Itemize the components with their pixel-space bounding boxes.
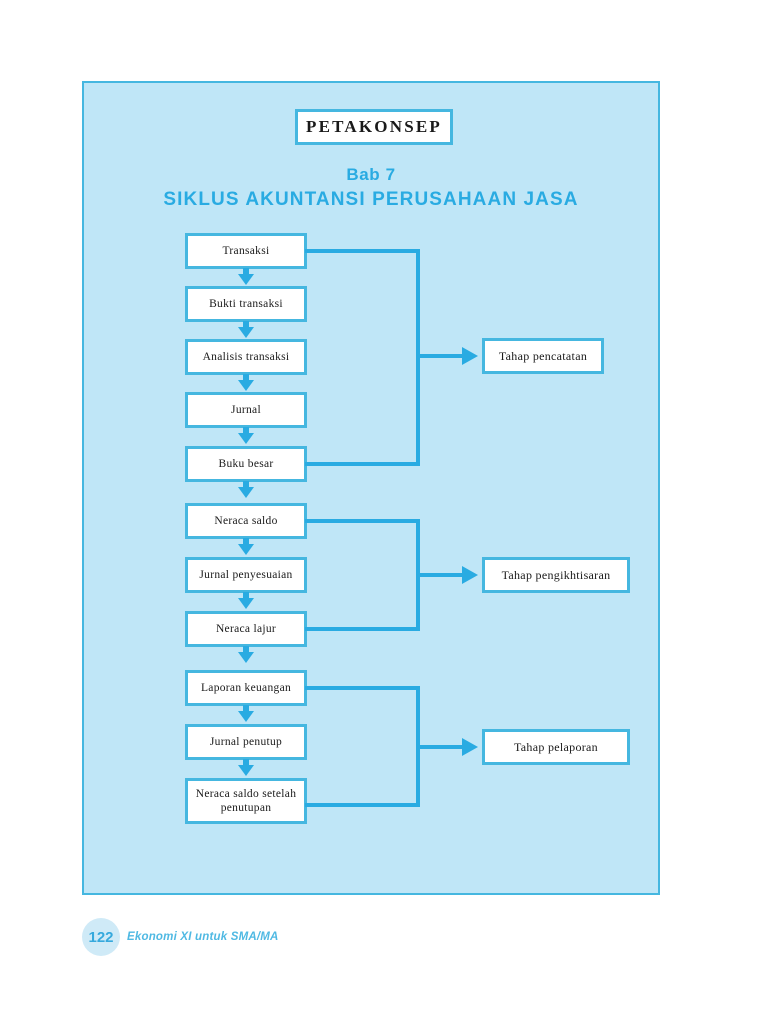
flow-step-buku-besar: Buku besar xyxy=(185,446,307,482)
down-arrow-icon-8 xyxy=(238,646,254,663)
concept-map-panel: PETAKONSEP Bab 7 SIKLUS AKUNTANSI PERUSA… xyxy=(82,81,660,895)
page-number-badge: 122 xyxy=(82,918,120,956)
down-arrow-icon-10 xyxy=(238,759,254,776)
peta-konsep-label: PETAKONSEP xyxy=(306,117,442,136)
flow-step-analisis-transaksi: Analisis transaksi xyxy=(185,339,307,375)
peta-konsep-badge: PETAKONSEP xyxy=(295,109,453,145)
chapter-title: SIKLUS AKUNTANSI PERUSAHAAN JASA xyxy=(163,189,579,210)
stage-label-tahap-pengikhtisaran: Tahap pengikhtisaran xyxy=(482,557,630,593)
down-arrow-icon-2 xyxy=(238,321,254,338)
down-arrow-icon-6 xyxy=(238,538,254,555)
down-arrow-icon-3 xyxy=(238,374,254,391)
down-arrow-icon-5 xyxy=(238,481,254,498)
bracket-1-top-line xyxy=(305,249,420,253)
flow-step-jurnal-penutup: Jurnal penutup xyxy=(185,724,307,760)
flow-step-neraca-saldo-setelah-penutupan: Neraca saldo setelah penutupan xyxy=(185,778,307,824)
bracket-2-bottom-line xyxy=(305,627,420,631)
bracket-3-arrow-icon xyxy=(416,738,478,756)
flow-step-bukti-transaksi: Bukti transaksi xyxy=(185,286,307,322)
book-title-label: Ekonomi XI untuk SMA/MA xyxy=(127,931,279,943)
bracket-2-top-line xyxy=(305,519,420,523)
down-arrow-icon-1 xyxy=(238,268,254,285)
flow-step-neraca-lajur: Neraca lajur xyxy=(185,611,307,647)
page-footer: 122 Ekonomi XI untuk SMA/MA xyxy=(82,918,279,956)
flow-step-transaksi: Transaksi xyxy=(185,233,307,269)
stage-label-tahap-pencatatan: Tahap pencatatan xyxy=(482,338,604,374)
flow-step-jurnal-penyesuaian: Jurnal penyesuaian xyxy=(185,557,307,593)
bracket-1-arrow-icon xyxy=(416,347,478,365)
flow-step-laporan-keuangan: Laporan keuangan xyxy=(185,670,307,706)
flow-step-neraca-saldo: Neraca saldo xyxy=(185,503,307,539)
bracket-1-bottom-line xyxy=(305,462,420,466)
down-arrow-icon-7 xyxy=(238,592,254,609)
bracket-3-top-line xyxy=(305,686,420,690)
bracket-3-bottom-line xyxy=(305,803,420,807)
down-arrow-icon-9 xyxy=(238,705,254,722)
flow-step-jurnal: Jurnal xyxy=(185,392,307,428)
stage-label-tahap-pelaporan: Tahap pelaporan xyxy=(482,729,630,765)
bracket-2-arrow-icon xyxy=(416,566,478,584)
down-arrow-icon-4 xyxy=(238,427,254,444)
chapter-number: Bab 7 xyxy=(346,165,396,184)
